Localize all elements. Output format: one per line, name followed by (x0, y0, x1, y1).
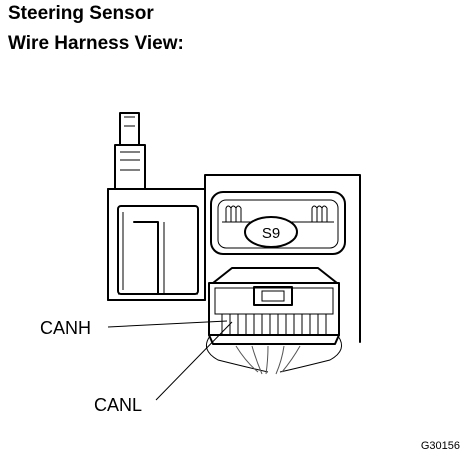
canl-leader-line (155, 321, 233, 401)
connector-housing-upper: S9 (210, 191, 346, 255)
canl-label: CANL (94, 395, 143, 415)
connector-plug-lower (208, 267, 340, 345)
canh-label: CANH (40, 318, 92, 338)
diagram-title-line-2: Wire Harness View: (8, 33, 184, 54)
terminal-cavities (215, 313, 333, 335)
canh-leader-line (107, 320, 228, 328)
figure-code: G30156 (420, 440, 460, 452)
wire-harness (205, 335, 343, 375)
diagram-title-line-1: Steering Sensor (8, 3, 154, 24)
connector-id-label: S9 (262, 225, 280, 242)
sensor-body (107, 174, 361, 343)
connector-id-oval (244, 216, 298, 248)
